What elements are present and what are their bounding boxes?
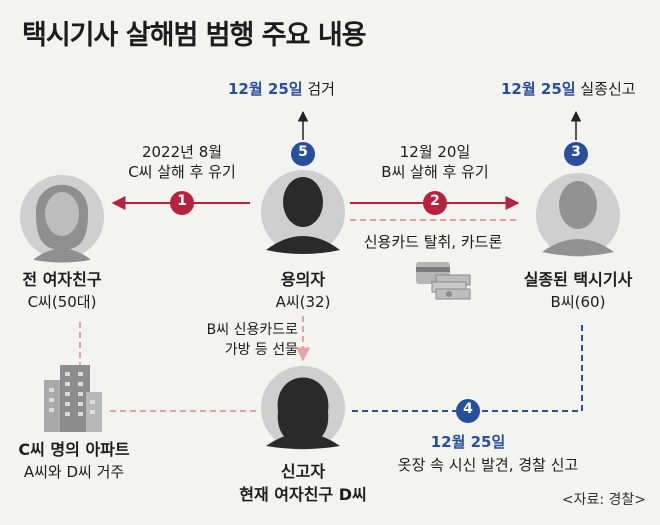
event-5-label: 12월 25일 검거 bbox=[228, 80, 335, 98]
badge-3 bbox=[564, 142, 588, 166]
badge-3-number: 3 bbox=[571, 144, 581, 160]
event-2-desc: B씨 살해 후 유기 bbox=[381, 163, 489, 181]
event-1-date: 2022년 8월 bbox=[141, 143, 223, 161]
event-2-extra: 신용카드 탈취, 카드론 bbox=[363, 233, 503, 251]
link-driver-reporter bbox=[348, 325, 583, 412]
apartment-residents: A씨와 D씨 거주 bbox=[23, 463, 125, 481]
avatar-reporter bbox=[261, 366, 345, 450]
gift-line-2: 가방 등 선물 bbox=[224, 342, 298, 358]
event-5-date: 12월 25일 bbox=[228, 80, 303, 98]
event-3-desc: 실종신고 bbox=[580, 80, 636, 98]
reporter-id: 현재 여자친구 D씨 bbox=[239, 485, 367, 504]
apartment-icon bbox=[44, 365, 102, 432]
badge-1 bbox=[170, 191, 194, 215]
event-3-label: 12월 25일 실종신고 bbox=[501, 80, 636, 98]
event-4-desc: 옷장 속 시신 발견, 경찰 신고 bbox=[397, 456, 579, 474]
badge-2 bbox=[423, 191, 447, 215]
avatar-exgf bbox=[20, 175, 104, 263]
event-1-desc: C씨 살해 후 유기 bbox=[128, 163, 236, 181]
badge-1-number: 1 bbox=[177, 193, 187, 209]
credit-card-money-icon bbox=[416, 262, 471, 300]
source-note: <자료: 경찰> bbox=[561, 492, 646, 508]
badge-5-number: 5 bbox=[298, 144, 308, 160]
driver-id: B씨(60) bbox=[550, 293, 606, 311]
exgf-name: 전 여자친구 bbox=[22, 270, 102, 289]
apartment-name: C씨 명의 아파트 bbox=[18, 440, 130, 459]
avatar-driver bbox=[536, 173, 620, 257]
event-3-date: 12월 25일 bbox=[501, 80, 576, 98]
driver-name: 실종된 택시기사 bbox=[523, 270, 633, 289]
gift-line-1: B씨 신용카드로 bbox=[206, 322, 298, 338]
badge-5 bbox=[291, 142, 315, 166]
suspect-id: A씨(32) bbox=[275, 293, 331, 311]
avatar-suspect bbox=[261, 170, 345, 254]
suspect-name: 용의자 bbox=[280, 270, 326, 289]
exgf-id: C씨(50대) bbox=[27, 293, 97, 311]
event-5-desc: 검거 bbox=[307, 80, 335, 98]
event-4-date: 12월 25일 bbox=[430, 433, 506, 451]
reporter-name: 신고자 bbox=[280, 462, 326, 481]
badge-2-number: 2 bbox=[430, 193, 440, 209]
badge-4-number: 4 bbox=[463, 401, 473, 417]
badge-4 bbox=[456, 399, 480, 423]
event-2-date: 12월 20일 bbox=[399, 143, 471, 161]
page-title: 택시기사 살해범 범행 주요 내용 bbox=[22, 20, 367, 51]
